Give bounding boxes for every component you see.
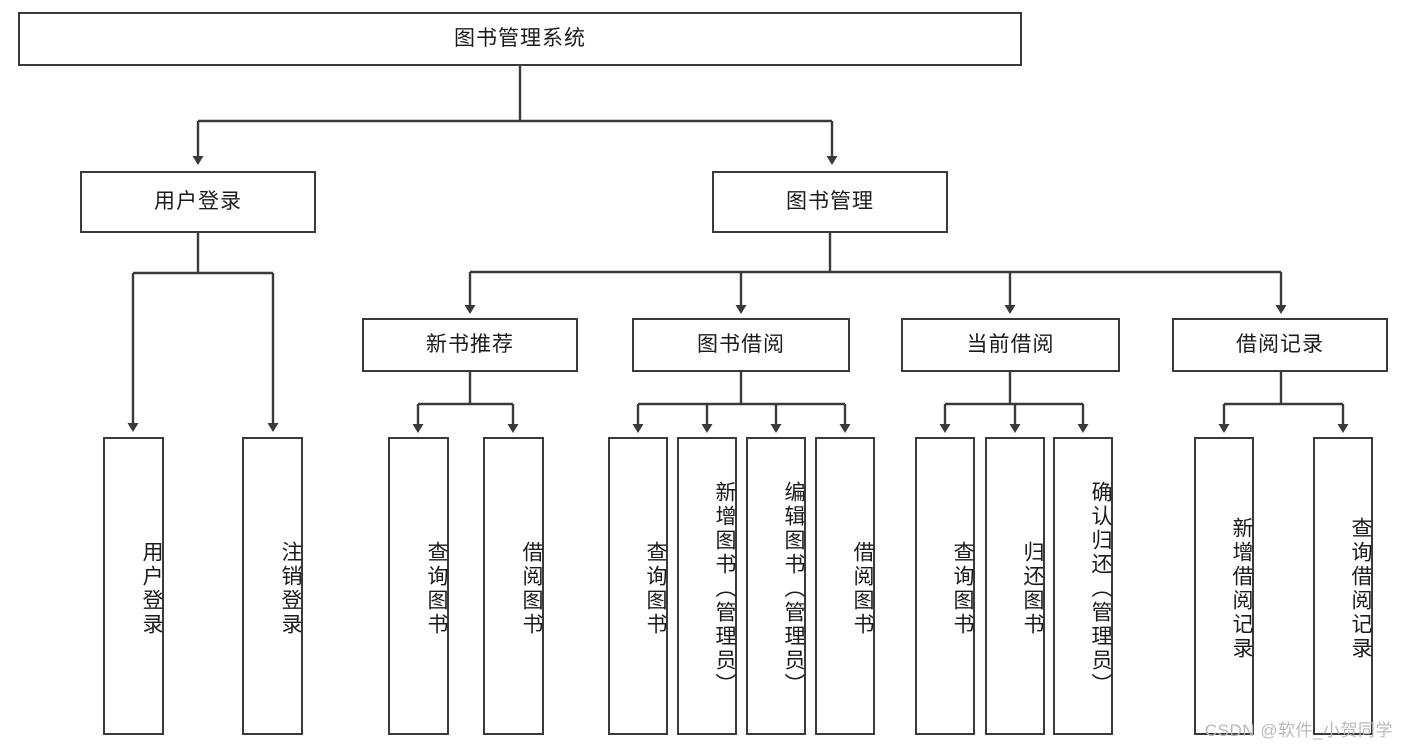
watermark-text: CSDN @软件_小贺同学 <box>1204 721 1393 740</box>
node-borrow-record[interactable]: 借阅记录 <box>1172 318 1388 372</box>
leaf-label: 归还图书 <box>1021 541 1044 637</box>
leaf-current-confirm-return[interactable]: 确认归还（管理员） <box>1053 437 1113 735</box>
node-book-borrow[interactable]: 图书借阅 <box>632 318 850 372</box>
leaf-label: 确认归还（管理员） <box>1089 481 1112 697</box>
leaf-borrow-query-book[interactable]: 查询图书 <box>608 437 668 735</box>
leaf-borrow-borrow-book[interactable]: 借阅图书 <box>815 437 875 735</box>
leaf-label: 借阅图书 <box>520 541 543 637</box>
leaf-label: 新增借阅记录 <box>1230 517 1253 661</box>
leaf-borrow-add-book[interactable]: 新增图书（管理员） <box>677 437 737 735</box>
node-book-management[interactable]: 图书管理 <box>712 171 948 233</box>
node-new-book-recommend[interactable]: 新书推荐 <box>362 318 578 372</box>
leaf-label: 查询图书 <box>951 541 974 637</box>
leaf-label: 查询图书 <box>644 541 667 637</box>
leaf-label: 查询借阅记录 <box>1349 517 1372 661</box>
leaf-record-query[interactable]: 查询借阅记录 <box>1313 437 1373 735</box>
leaf-label: 新增图书（管理员） <box>713 481 736 697</box>
leaf-current-query-book[interactable]: 查询图书 <box>915 437 975 735</box>
leaf-label: 注销登录 <box>279 541 302 637</box>
leaf-label: 编辑图书（管理员） <box>782 481 805 697</box>
leaf-borrow-edit-book[interactable]: 编辑图书（管理员） <box>746 437 806 735</box>
leaf-label: 查询图书 <box>425 541 448 637</box>
leaf-user-login-login[interactable]: 用户登录 <box>103 437 164 735</box>
leaf-new-book-query[interactable]: 查询图书 <box>388 437 449 735</box>
leaf-user-login-logout[interactable]: 注销登录 <box>242 437 303 735</box>
leaf-record-add[interactable]: 新增借阅记录 <box>1194 437 1254 735</box>
node-current-borrow[interactable]: 当前借阅 <box>901 318 1120 372</box>
leaf-current-return-book[interactable]: 归还图书 <box>985 437 1045 735</box>
leaf-label: 用户登录 <box>140 541 163 637</box>
node-user-login[interactable]: 用户登录 <box>80 171 316 233</box>
leaf-label: 借阅图书 <box>851 541 874 637</box>
node-root[interactable]: 图书管理系统 <box>18 12 1022 66</box>
leaf-new-book-borrow[interactable]: 借阅图书 <box>483 437 544 735</box>
